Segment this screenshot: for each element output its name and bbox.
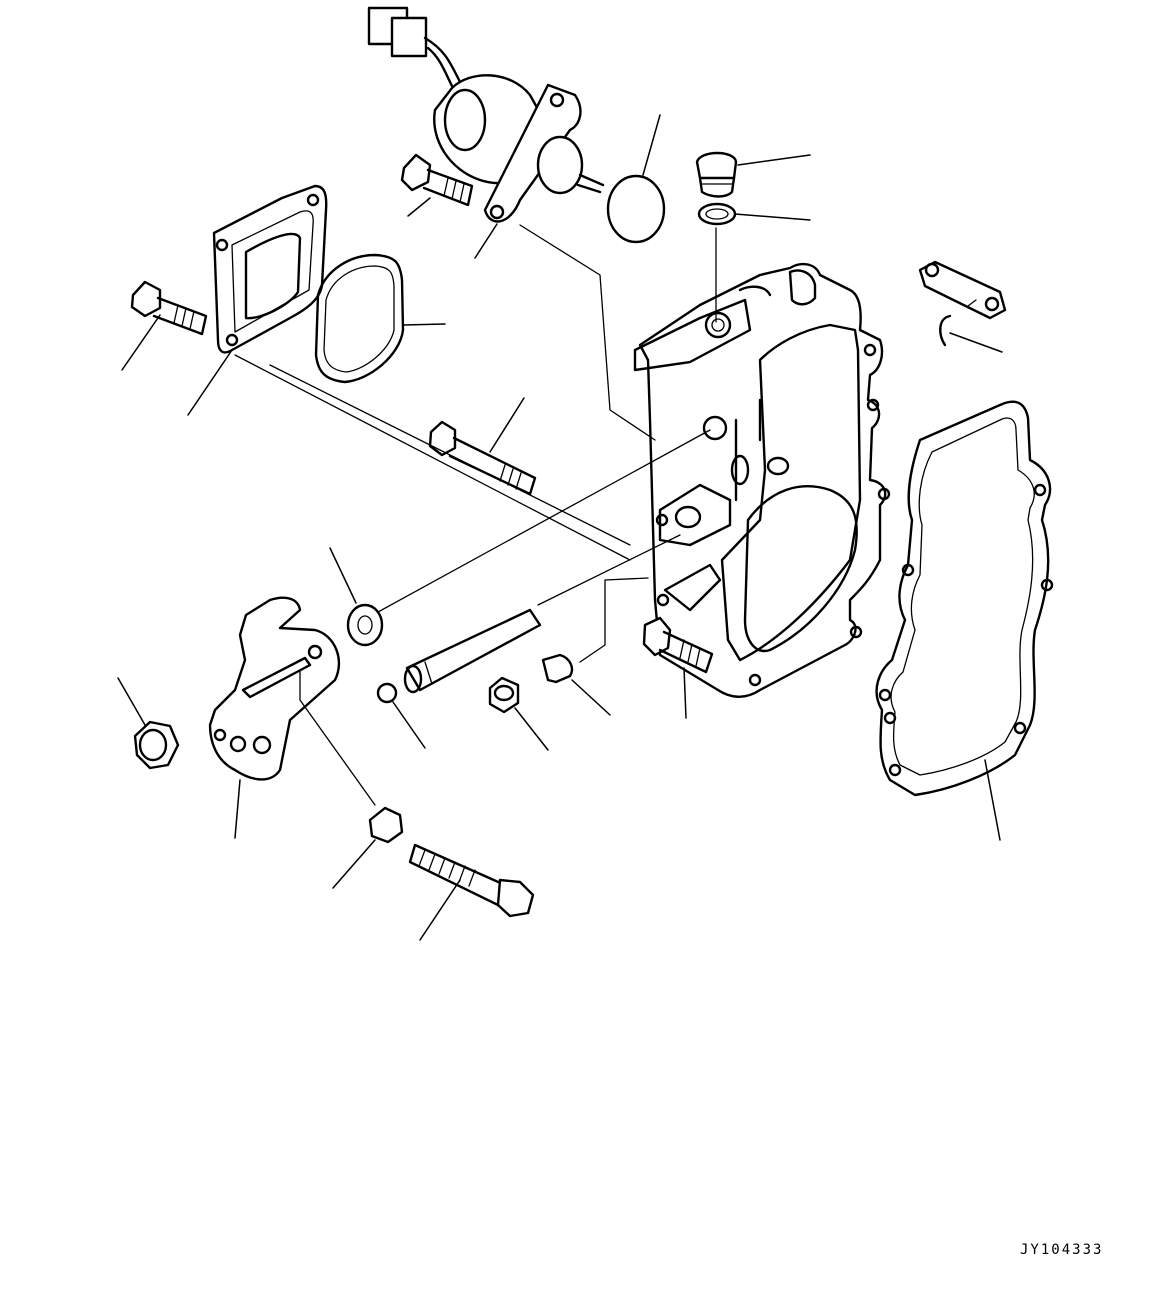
small-ball: [376, 682, 398, 704]
solenoid-nose: [536, 135, 584, 195]
cover-gasket: [212, 184, 328, 354]
governor-housing: [633, 262, 891, 698]
flat-washer: [346, 603, 384, 647]
lever-shaft: [403, 608, 542, 694]
seal-washer: [697, 202, 737, 226]
connector-plug-front: [390, 16, 428, 58]
flat-washer-hole: [357, 615, 373, 635]
drain-plug: [695, 151, 738, 198]
flange-bolt-small: [488, 676, 520, 714]
flange-nut: [133, 720, 180, 770]
hex-bolt-long: [408, 843, 535, 918]
solenoid-plunger: [578, 173, 605, 187]
solenoid-flange: [483, 83, 582, 223]
solenoid-plunger-b: [576, 183, 602, 194]
spring-pin: [939, 314, 952, 347]
seal-washer-inner: [705, 208, 729, 220]
assembly-lines: [234, 224, 977, 806]
long-bolt-center: [428, 420, 537, 496]
callout-leaders: [117, 114, 1003, 941]
hex-nut-small: [368, 806, 404, 844]
housing-gasket: [875, 400, 1054, 797]
governor-lever: [208, 596, 341, 781]
o-ring-large: [606, 174, 666, 244]
mount-bolt-right: [642, 616, 714, 674]
solenoid-end-ring: [443, 88, 487, 152]
lock-plate: [541, 653, 574, 684]
solenoid-bolt: [400, 153, 474, 207]
flange-hole-top: [549, 92, 565, 108]
solenoid-wire: [423, 36, 462, 84]
clip-bracket: [918, 260, 1007, 320]
solenoid-wire-2: [426, 46, 454, 88]
flange-hole-bottom: [489, 204, 505, 220]
drawing-id: JY104333: [1020, 1242, 1104, 1258]
flange-bolt-left: [130, 280, 208, 336]
solenoid-assembly: [367, 6, 605, 223]
seal-ring-inner: [323, 265, 395, 373]
seal-ring: [314, 253, 405, 384]
